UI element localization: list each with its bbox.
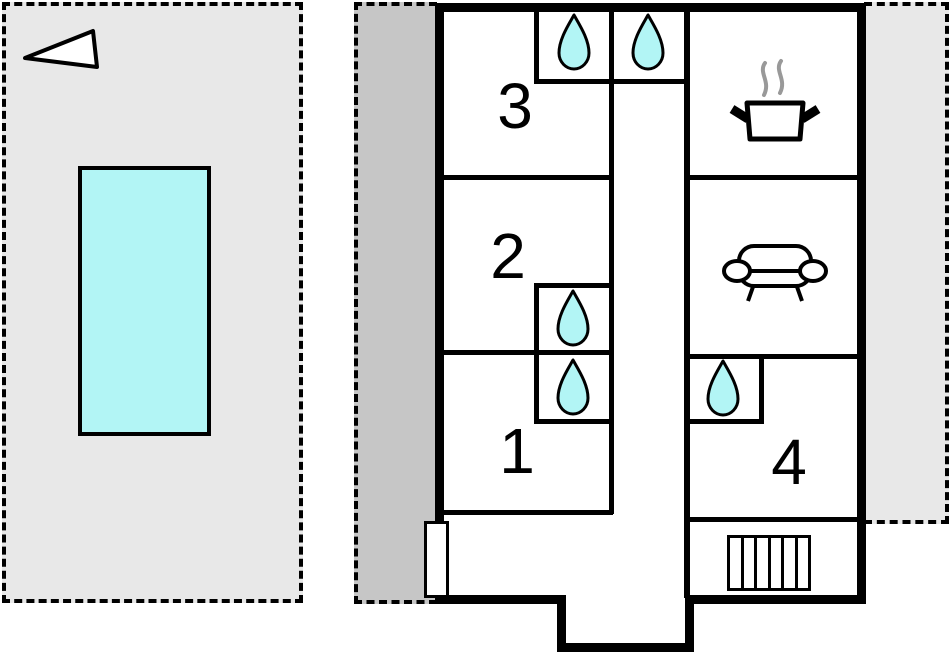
wall-vestibule-bottom <box>557 643 694 652</box>
wall-kitchen-living <box>690 175 857 180</box>
wall-top <box>435 3 866 12</box>
wall-bottom-left <box>435 595 566 604</box>
wall-vestibule-left <box>557 595 566 652</box>
door-marker <box>424 521 449 598</box>
pool <box>78 166 211 436</box>
water-drop-icon <box>631 13 665 71</box>
sofa-icon <box>722 244 828 302</box>
wall-room1-bottom <box>441 510 613 515</box>
wall-corridor-left <box>609 80 614 514</box>
wall-room1-shower-left <box>534 352 539 424</box>
room-3-label: 3 <box>497 70 533 142</box>
room-4-label: 4 <box>771 426 807 498</box>
terrace-right <box>864 2 949 524</box>
wall-vestibule-right <box>685 595 694 652</box>
wall-room2-room1 <box>441 350 613 355</box>
wall-shower-row-left <box>534 9 539 83</box>
water-drop-icon <box>706 359 740 417</box>
cooking-pot-icon <box>729 59 821 142</box>
water-drop-icon <box>556 358 590 416</box>
wall-shower-divider <box>609 9 614 83</box>
stairs-icon <box>727 535 811 591</box>
wall-corridor-right <box>684 9 690 598</box>
room-2-label: 2 <box>490 220 526 292</box>
water-drop-icon <box>557 13 591 71</box>
room-1-label: 1 <box>499 415 535 487</box>
wall-room4-shower-right <box>759 354 764 424</box>
wall-room3-room2 <box>441 175 613 180</box>
wall-room1-shower-bottom <box>534 419 613 424</box>
wall-room4-bottom <box>690 517 857 522</box>
wall-room2-shower-top <box>534 283 613 288</box>
wall-room2-shower-left <box>534 283 539 354</box>
wall-bottom-right <box>685 595 866 604</box>
side-strip <box>354 2 437 604</box>
north-arrow-icon <box>23 29 99 69</box>
wall-left <box>435 3 444 604</box>
wall-living-room4 <box>690 354 857 359</box>
wall-room4-shower-bottom <box>690 419 764 424</box>
wall-right <box>857 3 866 604</box>
water-drop-icon <box>556 289 590 347</box>
